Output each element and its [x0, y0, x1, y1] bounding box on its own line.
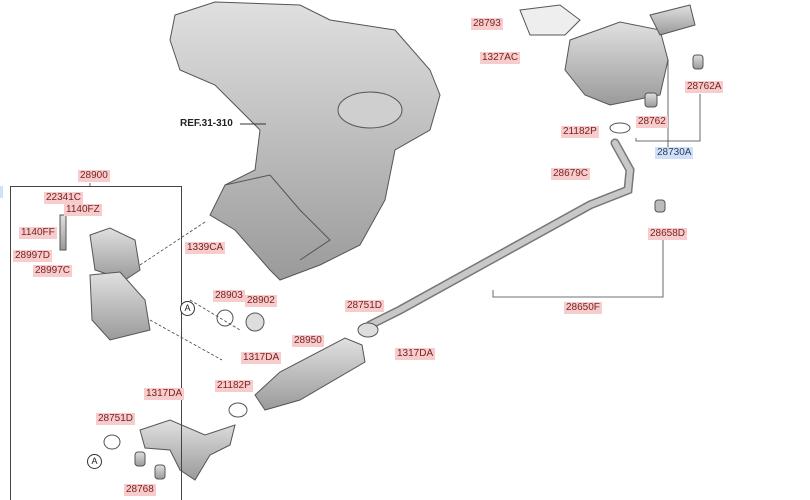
part-label-1140FZ[interactable]: 1140FZ	[64, 204, 102, 216]
reference-label: REF.31-310	[180, 118, 233, 129]
part-label-28950[interactable]: 28950	[292, 335, 324, 347]
part-label-28650F[interactable]: 28650F	[564, 302, 602, 314]
leader-lines	[89, 60, 701, 361]
part-label-28900[interactable]: 28900	[78, 170, 110, 182]
part-label-22341C[interactable]: 22341C	[44, 192, 84, 204]
callout-marker-a: A	[87, 454, 102, 469]
part-label-1140FF[interactable]: 1140FF	[19, 227, 57, 239]
part-label-1317DA[interactable]: 1317DA	[395, 348, 436, 360]
part-label-1317DA[interactable]: 1317DA	[241, 352, 282, 364]
dpf-assembly-group-box	[10, 186, 182, 500]
part-label-28679C[interactable]: 28679C	[551, 168, 591, 180]
fuel-tank	[169, 1, 441, 281]
part-label-28658D[interactable]: 28658D	[648, 228, 688, 240]
center-pipe	[365, 138, 666, 330]
part-label-1339CA[interactable]: 1339CA	[185, 242, 226, 254]
selection-edge-marker	[0, 186, 3, 198]
front-pipe	[103, 419, 236, 481]
part-label-21182P[interactable]: 21182P	[561, 126, 599, 138]
part-label-28751D[interactable]: 28751D	[96, 413, 136, 425]
part-label-28997C[interactable]: 28997C	[33, 265, 73, 277]
part-label-28751D[interactable]: 28751D	[345, 300, 385, 312]
part-label-28762[interactable]: 28762	[636, 116, 668, 128]
catalytic-converter	[216, 309, 379, 418]
part-label-28793[interactable]: 28793	[471, 18, 503, 30]
part-label-28997D[interactable]: 28997D	[13, 250, 53, 262]
part-label-21182P[interactable]: 21182P	[215, 380, 253, 392]
callout-marker-a: A	[180, 301, 195, 316]
part-label-1327AC[interactable]: 1327AC	[480, 52, 521, 64]
part-label-1317DA[interactable]: 1317DA	[144, 388, 185, 400]
part-label-28903[interactable]: 28903	[213, 290, 245, 302]
part-label-28768[interactable]: 28768	[124, 484, 156, 496]
rear-muffler	[519, 4, 704, 134]
part-label-28730A-selected[interactable]: 28730A	[655, 147, 694, 159]
part-label-28762A[interactable]: 28762A	[685, 81, 724, 93]
part-label-28902[interactable]: 28902	[245, 295, 277, 307]
